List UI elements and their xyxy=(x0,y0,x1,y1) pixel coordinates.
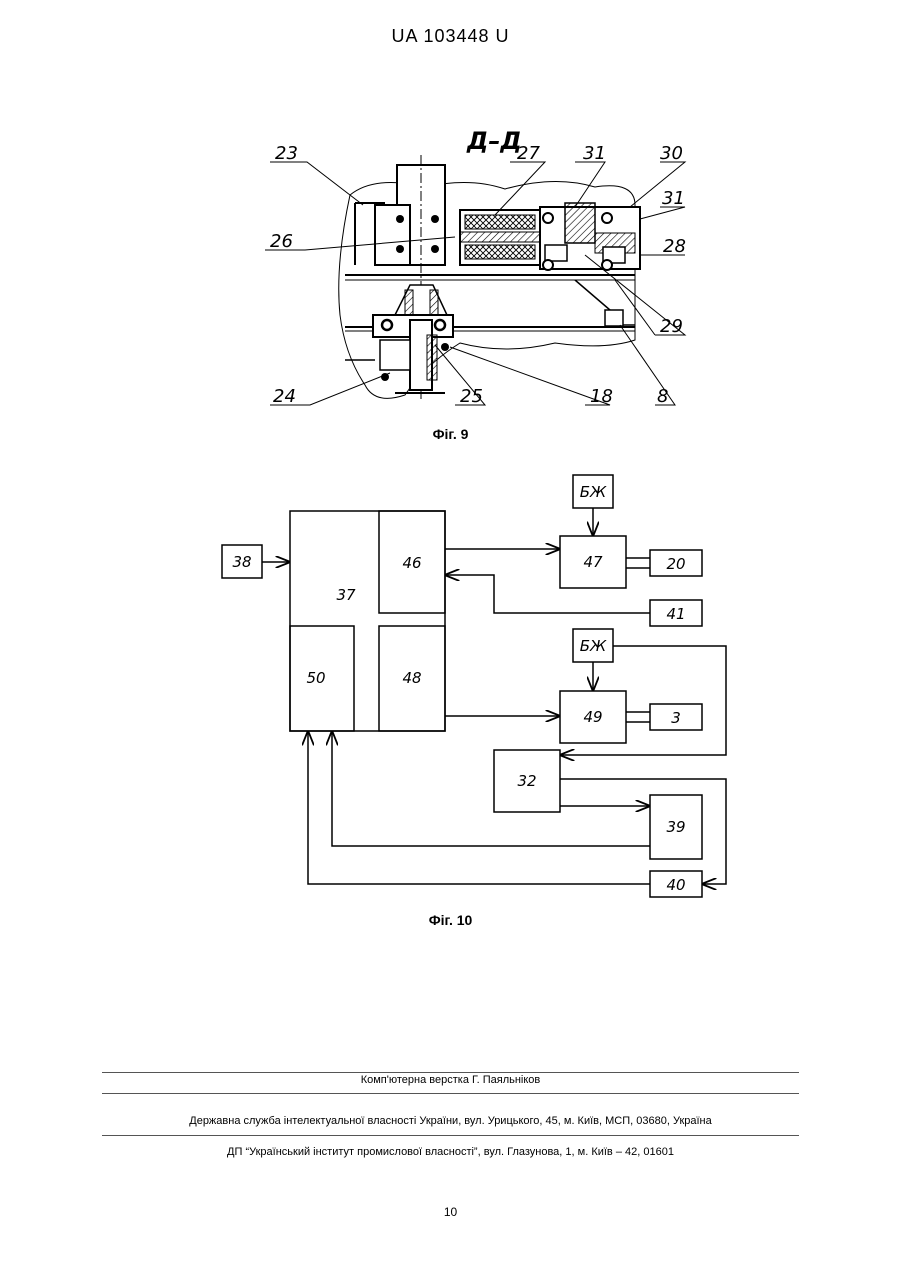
label-bzh-1: БЖ xyxy=(580,483,607,501)
label-20: 20 xyxy=(666,555,685,573)
callout-18: 18 xyxy=(590,386,613,407)
label-46: 46 xyxy=(402,554,421,572)
label-39: 39 xyxy=(666,818,685,836)
callout-25: 25 xyxy=(460,386,483,407)
bracket-left xyxy=(375,205,410,265)
bolt xyxy=(431,245,439,253)
label-3: 3 xyxy=(671,709,681,727)
institute-address: ДП “Український інститут промислової вла… xyxy=(0,1146,901,1158)
label-38: 38 xyxy=(232,553,251,571)
bolt xyxy=(396,245,404,253)
figure-10-caption: Фіг. 10 xyxy=(0,912,901,928)
footer-rule xyxy=(102,1093,799,1094)
callout-29: 29 xyxy=(660,316,683,337)
label-48: 48 xyxy=(402,669,421,687)
figure-9-drawing: Д–Д xyxy=(255,115,695,415)
callout-31: 31 xyxy=(583,143,606,164)
label-32: 32 xyxy=(517,772,536,790)
callout-27: 27 xyxy=(517,143,540,164)
section-label: Д–Д xyxy=(466,127,522,155)
figure-10-diagram: 37 46 50 48 38 БЖ 47 20 41 БЖ 49 3 32 39… xyxy=(0,460,901,910)
arrow-41-46 xyxy=(446,575,650,613)
callout-31b: 31 xyxy=(662,188,685,209)
page-number: 10 xyxy=(0,1205,901,1219)
bolt xyxy=(431,215,439,223)
callout-8: 8 xyxy=(657,386,668,407)
label-37: 37 xyxy=(336,586,356,604)
label-47: 47 xyxy=(583,553,603,571)
arrow-39-50 xyxy=(332,732,650,846)
callout-23: 23 xyxy=(275,143,298,164)
label-bzh-2: БЖ xyxy=(580,637,607,655)
callout-24: 24 xyxy=(273,386,296,407)
figure-9-caption: Фіг. 9 xyxy=(0,426,901,442)
callout-26: 26 xyxy=(270,231,293,252)
callout-30: 30 xyxy=(660,143,683,164)
footer-rule xyxy=(102,1072,799,1073)
agency-address: Державна служба інтелектуальної власност… xyxy=(0,1115,901,1127)
label-41: 41 xyxy=(666,605,685,623)
footer-rule xyxy=(102,1135,799,1136)
block-37 xyxy=(290,511,445,731)
layout-credit: Комп'ютерна верстка Г. Паяльніков xyxy=(0,1074,901,1086)
label-40: 40 xyxy=(666,876,685,894)
bolt xyxy=(396,215,404,223)
callout-28: 28 xyxy=(663,236,686,257)
label-49: 49 xyxy=(583,708,602,726)
document-number: UA 103448 U xyxy=(0,26,901,47)
label-50: 50 xyxy=(306,669,325,687)
